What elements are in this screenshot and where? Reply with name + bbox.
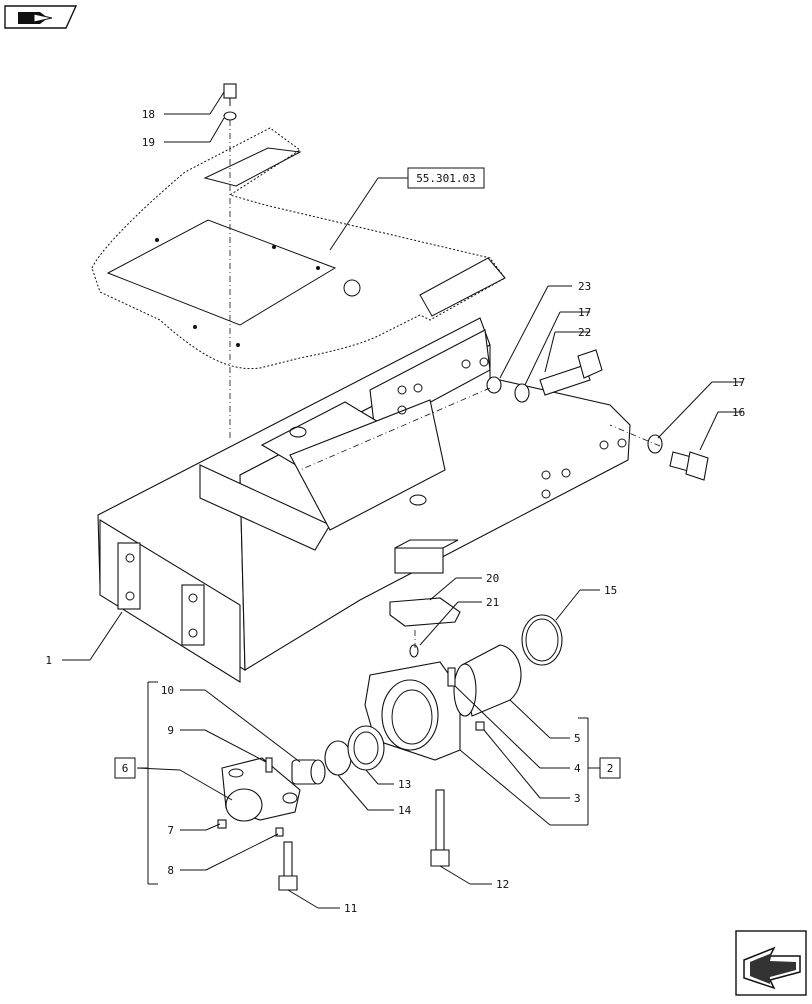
ring-13 [347,725,385,771]
callout-9[interactable]: 9 [167,724,174,737]
washer-17a [514,383,530,403]
grease-fitting-8 [275,827,284,837]
bearing-housing [364,661,461,761]
ring-14 [324,740,352,776]
bolt-11 [278,841,298,891]
callout-box-6[interactable]: 6 [114,757,136,779]
bracket [221,757,301,822]
callout-box-2[interactable]: 2 [599,757,621,779]
callout-1[interactable]: 1 [45,654,52,667]
callout-12[interactable]: 12 [496,878,509,891]
callout-18[interactable]: 18 [142,108,155,121]
callout-6-label: 6 [122,762,129,775]
callout-2-label: 2 [607,762,614,775]
callout-5[interactable]: 5 [574,732,581,745]
reference-box[interactable]: 55.301.03 [407,167,485,189]
bushing-5 [453,644,522,717]
floor-panel [91,127,506,370]
callout-23[interactable]: 23 [578,280,591,293]
callout-10[interactable]: 10 [161,684,174,697]
bolt-12 [430,789,450,867]
spacer-23 [486,376,502,394]
group-bracket-6 [137,681,158,885]
callout-7[interactable]: 7 [167,824,174,837]
callout-17b[interactable]: 17 [732,376,745,389]
callout-8[interactable]: 8 [167,864,174,877]
callout-15[interactable]: 15 [604,584,617,597]
screw-21 [409,644,419,658]
callout-4[interactable]: 4 [574,762,581,775]
bolt-22 [539,349,603,396]
catalog-book-icon[interactable] [4,5,78,29]
bolt-16 [669,451,709,481]
callout-20[interactable]: 20 [486,572,499,585]
callout-21[interactable]: 21 [486,596,499,609]
callout-14[interactable]: 14 [398,804,412,817]
callout-16[interactable]: 16 [732,406,745,419]
callout-13[interactable]: 13 [398,778,411,791]
grease-fitting-3 [475,721,485,731]
callout-19[interactable]: 19 [142,136,155,149]
bolt-18 [223,83,237,106]
callout-22[interactable]: 22 [578,326,591,339]
bushing-10 [291,759,326,785]
reference-label[interactable]: 55.301.03 [416,172,476,185]
main-frame [97,317,631,683]
pin-9 [265,757,273,773]
callout-11[interactable]: 11 [344,902,357,915]
washer-19 [223,111,237,121]
group-bracket-2 [578,717,600,826]
next-page-arrow-icon[interactable] [735,930,807,996]
callout-17a[interactable]: 17 [578,306,591,319]
leader-lines [62,91,742,909]
callout-3[interactable]: 3 [574,792,581,805]
ring-15 [521,614,563,666]
assembly-axes [229,120,661,648]
grease-fitting-7 [217,819,227,829]
pin-4 [447,667,456,687]
